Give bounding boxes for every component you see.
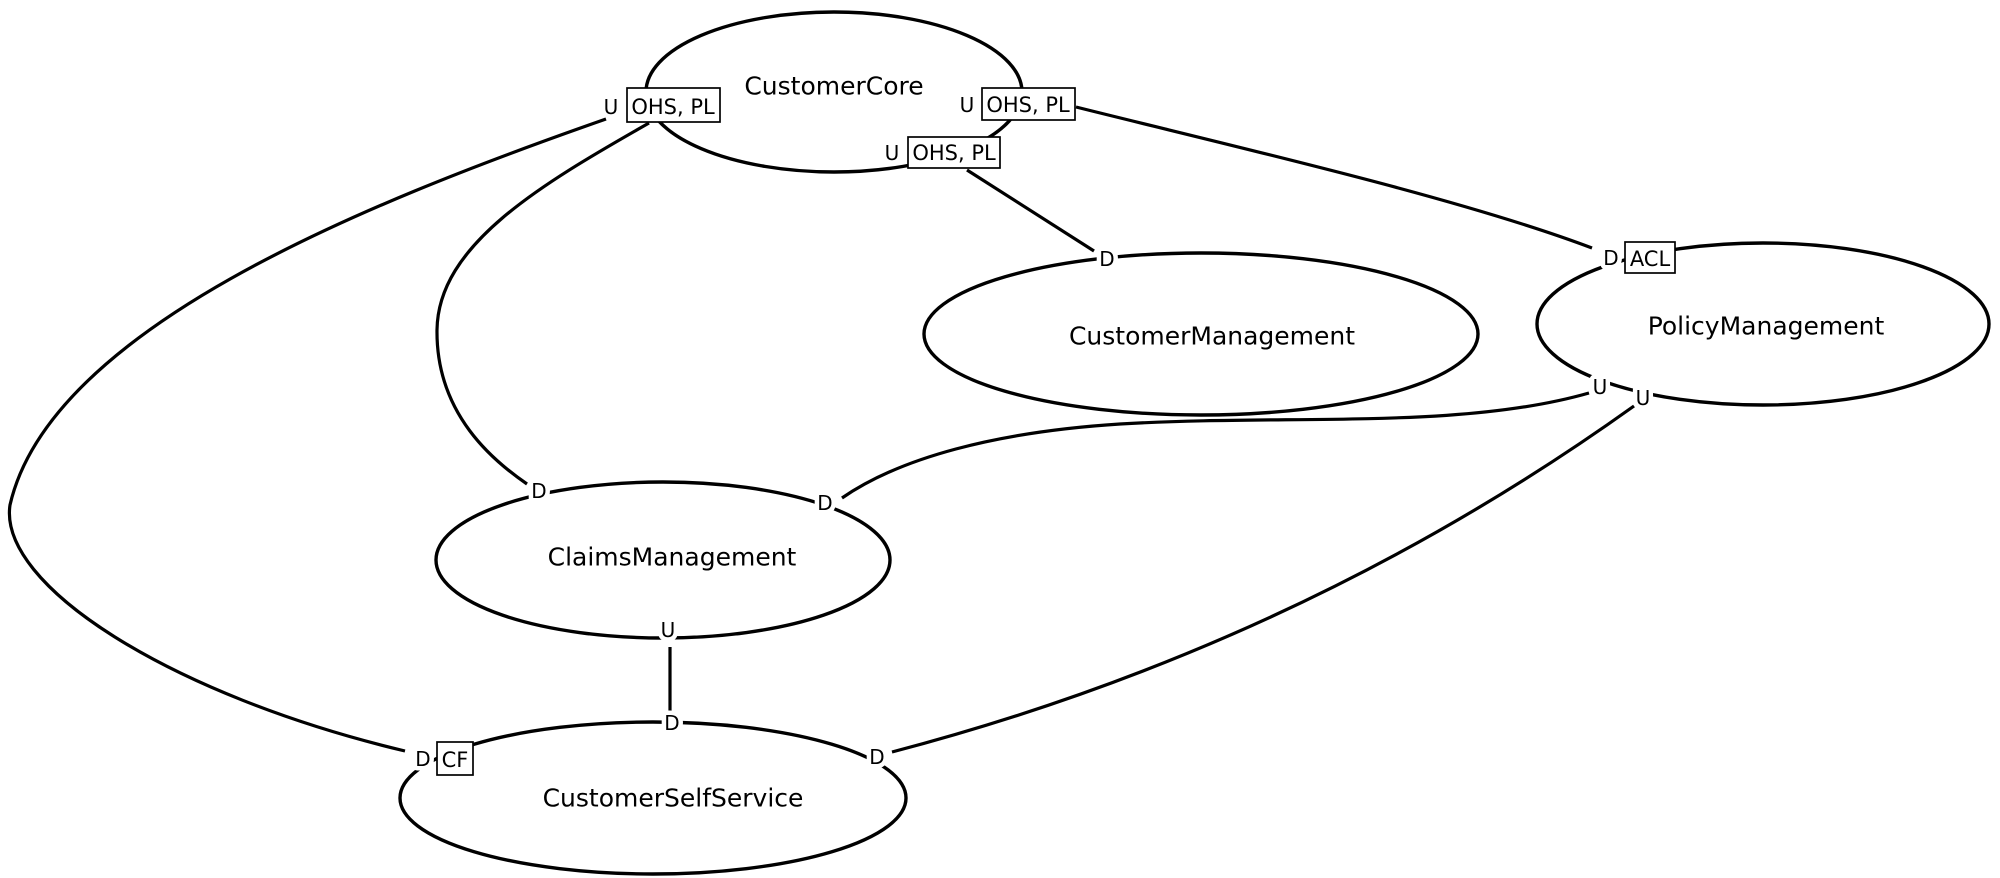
context-label-policymanagement: PolicyManagement [1648, 312, 1885, 341]
edge-customercore-customermanagement [966, 168, 1095, 253]
context-ellipse-claimsmanagement [434, 480, 892, 640]
context-ellipse-customermanagement [922, 251, 1480, 417]
role-label-claimsmanagement-right-downstream: D [817, 491, 832, 515]
pattern-label-customercore-middle: OHS, PL [912, 141, 996, 165]
pattern-label-customercore-left: OHS, PL [631, 95, 715, 119]
context-label-customercore: CustomerCore [744, 72, 923, 101]
context-label-customermanagement: CustomerManagement [1069, 322, 1355, 351]
context-label-customerselfservice: CustomerSelfService [543, 784, 804, 813]
role-label-customerselfservice-top-downstream: D [664, 711, 679, 735]
context-label-claimsmanagement: ClaimsManagement [548, 543, 797, 572]
edge-policymanagement-claimsmanagement [841, 391, 1590, 500]
edge-customercore-claimsmanagement [435, 121, 650, 486]
pattern-label-policymanagement-acl: ACL [1630, 247, 1671, 271]
pattern-box-customercore-left [626, 87, 721, 123]
role-label-policymanagement-downstream: D [1603, 246, 1618, 270]
role-label-policymanagement-upstream-2: U [1636, 386, 1651, 410]
role-label-claimsmanagement-upstream: U [661, 618, 676, 642]
pattern-label-customercore-right: OHS, PL [986, 93, 1070, 117]
edges [7, 105, 1635, 754]
pattern-box-customercore-right [981, 87, 1076, 121]
edge-customercore-policymanagement [1075, 105, 1593, 250]
pattern-box-customercore-middle [907, 136, 1001, 169]
role-label-claimsmanagement-left-downstream: D [531, 479, 546, 503]
role-label-customercore-left-upstream: U [604, 95, 619, 119]
pattern-label-customerselfservice-cf: CF [442, 748, 469, 772]
role-label-customercore-middle-upstream: U [885, 141, 900, 165]
role-label-customerselfservice-left-downstream: D [415, 747, 430, 771]
pattern-box-policymanagement-acl [1624, 241, 1676, 274]
context-ellipse-policymanagement [1535, 241, 1991, 407]
role-label-customermanagement-downstream: D [1099, 247, 1114, 271]
role-label-customercore-right-upstream: U [960, 93, 975, 117]
contexts: CustomerCore CustomerManagement PolicyMa… [398, 10, 1991, 876]
context-ellipse-customerselfservice [398, 720, 908, 876]
edge-customercore-customerselfservice [7, 117, 607, 753]
edge-policymanagement-customerselfservice [891, 404, 1635, 754]
role-label-customerselfservice-right-downstream: D [869, 745, 884, 769]
pattern-box-customerselfservice-cf [436, 741, 474, 776]
role-label-policymanagement-upstream-1: U [1593, 375, 1608, 399]
